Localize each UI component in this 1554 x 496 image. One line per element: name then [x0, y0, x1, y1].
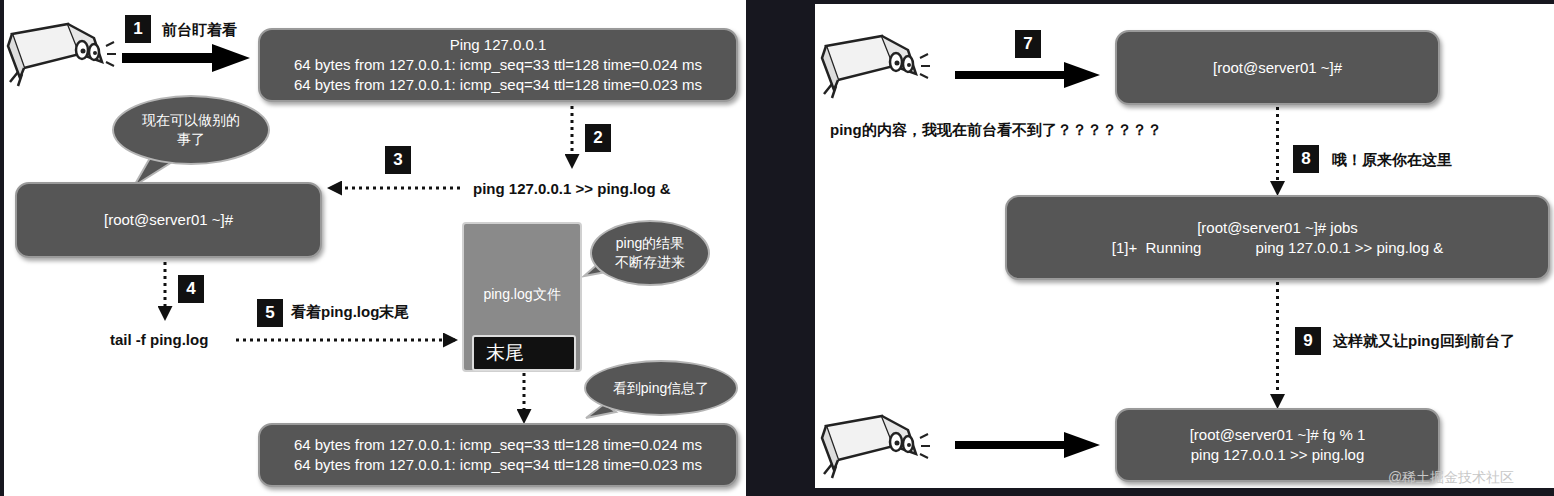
node-text: 看到ping信息了	[613, 379, 709, 398]
step-text: 看着ping.log末尾	[291, 303, 409, 322]
thick-arrow-head	[212, 44, 250, 72]
dotted-connector	[1276, 107, 1279, 193]
right-panel	[815, 4, 1554, 488]
node-text: 64 bytes from 127.0.0.1: icmp_seq=34 ttl…	[294, 75, 702, 95]
speech-bubble: 现在可以做别的事了	[112, 95, 270, 165]
node-text: 64 bytes from 127.0.0.1: icmp_seq=33 ttl…	[294, 435, 702, 455]
node-text: 64 bytes from 127.0.0.1: icmp_seq=34 ttl…	[294, 455, 702, 475]
callout-number: 1	[125, 15, 151, 43]
speech-bubble: 看到ping信息了	[584, 360, 738, 416]
ping-output-box: Ping 127.0.0.164 bytes from 127.0.0.1: i…	[258, 28, 738, 102]
dotted-connector	[523, 373, 526, 421]
watermark: @稀土掘金技术社区	[1388, 469, 1514, 487]
dotted-arrow	[571, 106, 574, 166]
thick-arrow-head	[1064, 62, 1100, 88]
dotted-arrow	[330, 187, 460, 190]
callout-number: 4	[178, 275, 204, 303]
node-text: ping.log文件	[483, 286, 560, 304]
file-tail-box: 末尾	[472, 335, 576, 371]
step-text: 这样就又让ping回到前台了	[1333, 332, 1515, 351]
dotted-arrow	[236, 339, 455, 342]
ping-output-box: 64 bytes from 127.0.0.1: icmp_seq=33 ttl…	[258, 423, 738, 487]
camera-icon	[8, 24, 116, 86]
log-file-box: ping.log文件末尾	[462, 222, 582, 372]
callout-number: 8	[1293, 145, 1319, 173]
camera-icon	[822, 36, 930, 98]
dotted-arrow	[164, 262, 167, 318]
camera-icon	[822, 416, 930, 478]
node-text: [root@server01 ~]# jobs	[1197, 218, 1358, 238]
left-panel	[4, 0, 746, 496]
jobs-output-box: [root@server01 ~]# jobs[1]+ Running ping…	[1005, 195, 1550, 280]
thick-arrow	[955, 441, 1070, 449]
step-text: 前台盯着看	[162, 21, 237, 40]
node-text: Ping 127.0.0.1	[450, 35, 547, 55]
callout-number: 5	[257, 299, 283, 327]
callout-number: 3	[385, 146, 411, 174]
node-text: [root@server01 ~]#	[1213, 58, 1342, 78]
thick-arrow	[122, 53, 218, 63]
node-text: 64 bytes from 127.0.0.1: icmp_seq=33 ttl…	[294, 55, 702, 75]
node-text: [root@server01 ~]#	[104, 210, 233, 230]
node-text: 现在可以做别的事了	[136, 111, 246, 149]
callout-number: 9	[1295, 327, 1321, 355]
note-text: ping的内容，我现在前台看不到了？？？？？？？	[830, 121, 1162, 140]
shell-prompt-box: [root@server01 ~]#	[15, 182, 322, 258]
node-text: 末尾	[486, 340, 524, 366]
node-text: [1]+ Running ping 127.0.0.1 >> ping.log …	[1112, 238, 1443, 258]
node-text: ping 127.0.0.1 >> ping.log	[1191, 445, 1364, 465]
command-text: tail -f ping.log	[110, 331, 208, 348]
thick-arrow-head	[1064, 432, 1100, 458]
thick-arrow	[955, 71, 1070, 79]
node-text: ping的结果不断存进来	[614, 234, 686, 272]
callout-number: 2	[585, 124, 611, 152]
shell-prompt-box: [root@server01 ~]#	[1115, 30, 1440, 105]
speech-bubble: ping的结果不断存进来	[590, 220, 710, 286]
command-text: ping 127.0.0.1 >> ping.log &	[473, 180, 671, 197]
dotted-connector	[1276, 282, 1279, 406]
node-text: [root@server01 ~]# fg % 1	[1190, 425, 1366, 445]
step-text: 哦！原来你在这里	[1332, 151, 1452, 170]
callout-number: 7	[1015, 30, 1041, 58]
